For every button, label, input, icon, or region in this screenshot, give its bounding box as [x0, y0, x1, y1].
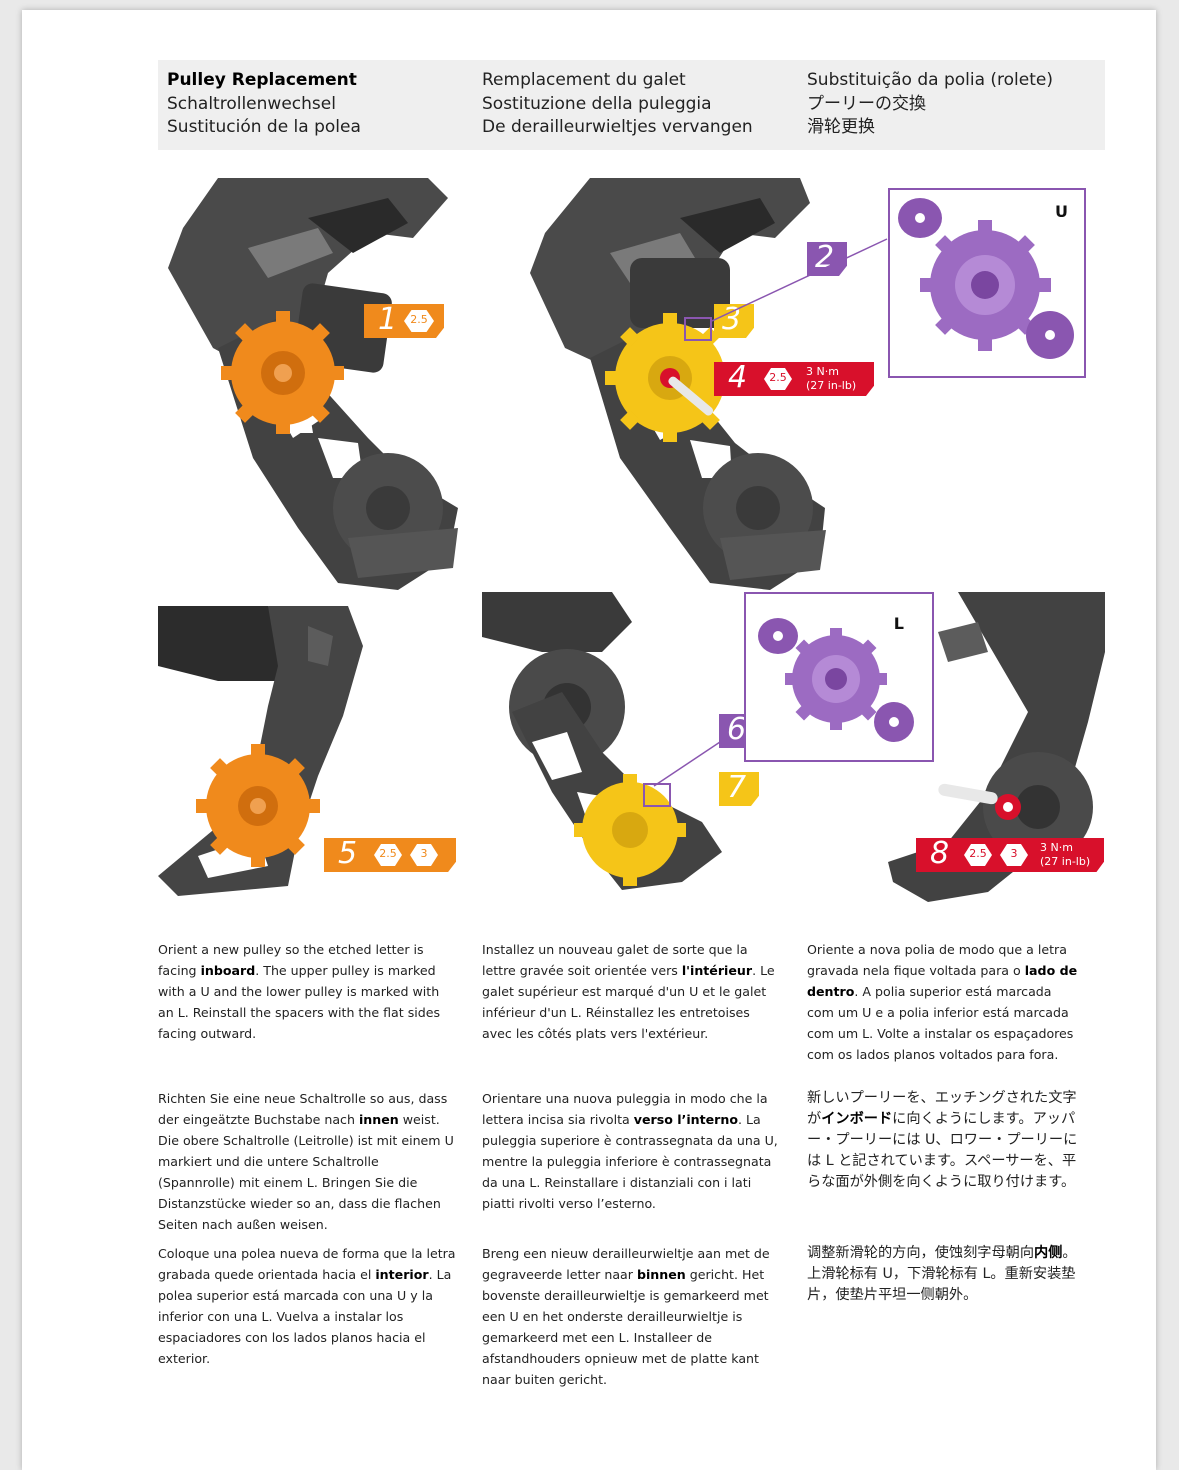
inset-lower-pulley: L — [744, 592, 934, 762]
yellow-pulley-illustration — [605, 313, 736, 442]
title-bar: Pulley Replacement Schaltrollenwechsel S… — [158, 60, 1105, 150]
title-col-1: Pulley Replacement Schaltrollenwechsel S… — [167, 69, 361, 140]
step-number-4: 4 — [728, 360, 748, 395]
figure-step-8 — [888, 592, 1105, 904]
torque-inlb-4: (27 in-lb) — [806, 379, 857, 392]
title-english: Pulley Replacement — [167, 70, 357, 90]
text-fr-c: . Le galet supérieur est marqué d'un U e… — [482, 963, 775, 1041]
text-it-c: . La puleggia superiore è contrassegnata… — [482, 1112, 778, 1211]
text-fr-a: Installez un nouveau galet de sorte que … — [482, 942, 748, 978]
yellow-pulley-illustration — [574, 774, 686, 886]
manual-page: Pulley Replacement Schaltrollenwechsel S… — [22, 10, 1156, 1470]
text-en-c: . The upper pulley is marked with a U an… — [158, 963, 441, 1041]
text-zh-a: 调整新滑轮的方向，使蚀刻字母朝向 — [807, 1245, 1035, 1261]
step-number-6: 6 — [727, 712, 747, 747]
title-portuguese: Substituição da polia (rolete) — [807, 70, 1053, 90]
instructions-german: Richten Sie eine neue Schaltrolle so aus… — [158, 1088, 458, 1235]
title-col-2: Remplacement du galet Sostituzione della… — [482, 69, 753, 140]
text-es-a: Coloque una polea nueva de forma que la … — [158, 1246, 456, 1282]
hex-key-icon — [374, 844, 402, 866]
instructions-dutch: Breng een nieuw derailleurwieltje aan me… — [482, 1243, 782, 1390]
callout-step-7: 7 — [719, 772, 759, 806]
derailleur-cage-illustration — [888, 592, 1105, 902]
text-it-b: verso l’interno — [633, 1112, 739, 1127]
text-de-c: weist. Die obere Schaltrolle (Leitrolle)… — [158, 1112, 454, 1232]
callout-step-5: 5 2.5 3 — [324, 838, 456, 872]
hex-key-icon — [404, 310, 434, 332]
text-pt-b: lado de dentro — [807, 963, 1078, 999]
hex-size-4: 2.5 — [769, 371, 787, 384]
title-italian: Sostituzione della puleggia — [482, 93, 712, 114]
text-en-a: Orient a new pulley so the etched letter… — [158, 942, 424, 978]
callout-step-4: 4 2.5 3 N·m (27 in-lb) — [714, 362, 874, 396]
purple-pulley-exploded-illustration — [758, 618, 914, 742]
instructions-french: Installez un nouveau galet de sorte que … — [482, 939, 782, 1044]
instructions-english: Orient a new pulley so the etched letter… — [158, 939, 458, 1044]
hex-key-icon — [964, 844, 992, 866]
hex-size-8a: 2.5 — [969, 847, 987, 860]
text-es-b: interior — [375, 1267, 429, 1282]
pulley-letter-u: U — [1055, 202, 1068, 221]
hex-key-icon — [410, 844, 438, 866]
text-ja-b: インボード — [821, 1111, 893, 1127]
instructions-spanish: Coloque una polea nueva de forma que la … — [158, 1243, 458, 1369]
hex-key-icon — [764, 368, 792, 390]
text-nl-b: binnen — [636, 1267, 686, 1282]
leader-line-6 — [653, 741, 721, 787]
text-pt-c: . A polia superior está marcada com um U… — [807, 984, 1074, 1062]
figure-step-1 — [158, 178, 458, 590]
step-number-8: 8 — [930, 836, 950, 871]
step-number-5: 5 — [338, 836, 358, 871]
text-de-b: innen — [358, 1112, 399, 1127]
figure-step-6-7 — [482, 592, 742, 890]
instructions-italian: Orientare una nuova puleggia in modo che… — [482, 1088, 782, 1214]
title-german: Schaltrollenwechsel — [167, 93, 336, 114]
text-fr-b: l'intérieur — [681, 963, 753, 978]
inset-upper-pulley: U — [888, 188, 1086, 378]
title-japanese: プーリーの交換 — [807, 93, 926, 114]
pulley-letter-l: L — [893, 614, 904, 633]
title-col-3: Substituição da polia (rolete) プーリーの交換 滑… — [807, 69, 1053, 140]
text-es-c: . La polea superior está marcada con una… — [158, 1267, 452, 1366]
callout-step-8: 8 2.5 3 3 N·m (27 in-lb) — [916, 838, 1104, 872]
hex-key-icon — [1000, 844, 1028, 866]
text-pt-a: Oriente a nova polia de modo que a letra… — [807, 942, 1067, 978]
hex-size-5a: 2.5 — [379, 847, 397, 860]
leader-line-2 — [712, 238, 888, 322]
text-nl-a: Breng een nieuw derailleurwieltje aan me… — [482, 1246, 770, 1282]
step-number-1: 1 — [378, 302, 398, 337]
orange-pulley-illustration — [221, 311, 344, 434]
title-french: Remplacement du galet — [482, 70, 686, 90]
instructions-portuguese: Oriente a nova polia de modo que a letra… — [807, 939, 1082, 1065]
text-zh-c: 。上滑轮标有 U，下滑轮标有 L。重新安装垫片，使垫片平坦一侧朝外。 — [807, 1245, 1077, 1303]
text-it-a: Orientare una nuova puleggia in modo che… — [482, 1091, 768, 1127]
step-number-3: 3 — [722, 302, 742, 337]
torque-nm-8: 3 N·m — [1040, 841, 1073, 854]
instructions-chinese: 调整新滑轮的方向，使蚀刻字母朝向内侧。上滑轮标有 U，下滑轮标有 L。重新安装垫… — [807, 1243, 1082, 1306]
hex-size-8b: 3 — [1010, 847, 1018, 860]
title-chinese: 滑轮更换 — [807, 117, 875, 137]
callout-step-1: 1 2.5 — [364, 304, 444, 338]
text-nl-c: gericht. Het bovenste derailleurwieltje … — [482, 1267, 769, 1387]
orange-pulley-illustration — [196, 744, 320, 867]
text-ja-c: に向くようにします。アッパー・プーリーには U、ロワー・プーリーには L と記さ… — [807, 1111, 1078, 1190]
hex-size-5b: 3 — [420, 847, 428, 860]
text-zh-b: 内侧 — [1034, 1245, 1063, 1261]
text-de-a: Richten Sie eine neue Schaltrolle so aus… — [158, 1091, 448, 1127]
title-dutch: De derailleurwieltjes vervangen — [482, 117, 753, 137]
title-spanish: Sustitución de la polea — [167, 117, 361, 137]
torque-inlb-8: (27 in-lb) — [1040, 855, 1091, 868]
step-number-7: 7 — [727, 770, 747, 805]
callout-step-3: 3 — [714, 304, 754, 338]
hex-size-1: 2.5 — [410, 313, 428, 326]
torque-nm-4: 3 N·m — [806, 365, 839, 378]
text-en-b: inboard — [200, 963, 256, 978]
figure-step-5 — [158, 606, 458, 900]
instructions-japanese: 新しいプーリーを、エッチングされた文字がインボードに向くようにします。アッパー・… — [807, 1088, 1082, 1193]
purple-pulley-exploded-illustration — [898, 198, 1074, 359]
figure-step-2-3-4 — [520, 178, 826, 590]
text-ja-a: 新しいプーリーを、エッチングされた文字が — [807, 1090, 1077, 1127]
